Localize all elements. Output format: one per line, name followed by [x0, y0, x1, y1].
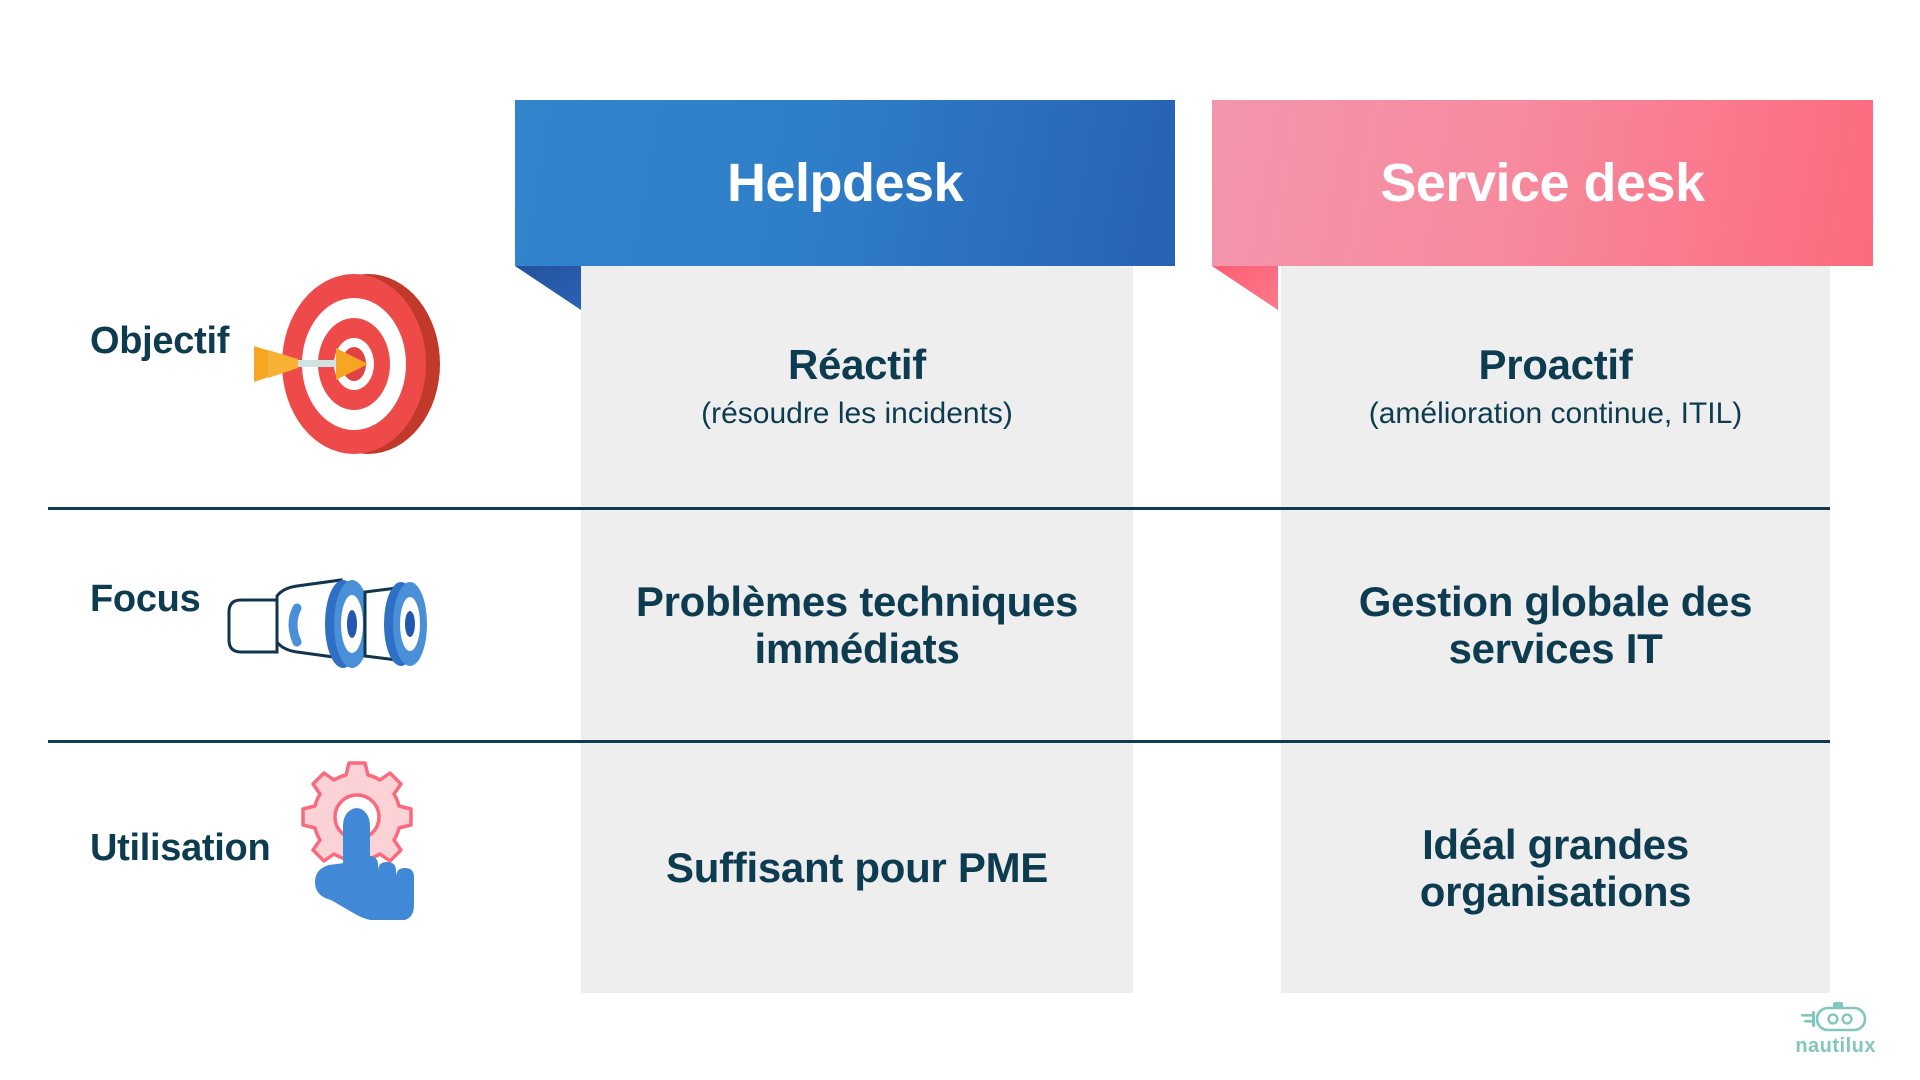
row-divider — [48, 507, 1830, 510]
ribbon-fold-servicedesk — [1212, 266, 1278, 310]
binoculars-icon — [225, 570, 445, 680]
ribbon-fold-helpdesk — [515, 266, 581, 310]
watermark-label: nautilux — [1795, 1035, 1876, 1057]
row-label-objectif: Objectif — [90, 320, 230, 362]
cell-primary: Problèmes techniques immédiats — [635, 577, 1079, 672]
cell-utilisation-servicedesk: Idéal grandes organisations — [1281, 743, 1830, 993]
cell-objectif-helpdesk: Réactif (résoudre les incidents) — [581, 266, 1133, 507]
column-panel-helpdesk — [581, 266, 1133, 993]
row-label-focus: Focus — [90, 578, 201, 620]
watermark: nautilux — [1795, 1000, 1876, 1058]
cell-primary: Gestion globale des services IT — [1358, 577, 1753, 672]
gear-hand-icon — [285, 755, 445, 921]
cell-primary: Idéal grandes organisations — [1419, 820, 1692, 915]
column-title-servicedesk: Service desk — [1380, 153, 1705, 213]
target-icon — [250, 272, 450, 457]
cell-primary: Proactif — [1478, 340, 1633, 388]
column-panel-servicedesk — [1281, 266, 1830, 993]
cell-primary: Suffisant pour PME — [666, 844, 1048, 892]
row-divider — [48, 740, 1830, 743]
header-bar-helpdesk: Helpdesk — [515, 100, 1175, 266]
cell-utilisation-helpdesk: Suffisant pour PME — [581, 743, 1133, 993]
row-label-utilisation: Utilisation — [90, 827, 271, 869]
cell-objectif-servicedesk: Proactif (amélioration continue, ITIL) — [1281, 266, 1830, 507]
submarine-icon — [1800, 1002, 1866, 1032]
cell-secondary: (amélioration continue, ITIL) — [1368, 397, 1743, 431]
column-header-servicedesk: Service desk — [1212, 100, 1873, 310]
column-header-helpdesk: Helpdesk — [515, 100, 1175, 310]
column-title-helpdesk: Helpdesk — [726, 153, 964, 213]
cell-focus-helpdesk: Problèmes techniques immédiats — [581, 510, 1133, 740]
header-bar-servicedesk: Service desk — [1212, 100, 1873, 266]
cell-secondary: (résoudre les incidents) — [701, 397, 1013, 431]
cell-primary: Réactif — [788, 340, 926, 388]
cell-focus-servicedesk: Gestion globale des services IT — [1281, 510, 1830, 740]
